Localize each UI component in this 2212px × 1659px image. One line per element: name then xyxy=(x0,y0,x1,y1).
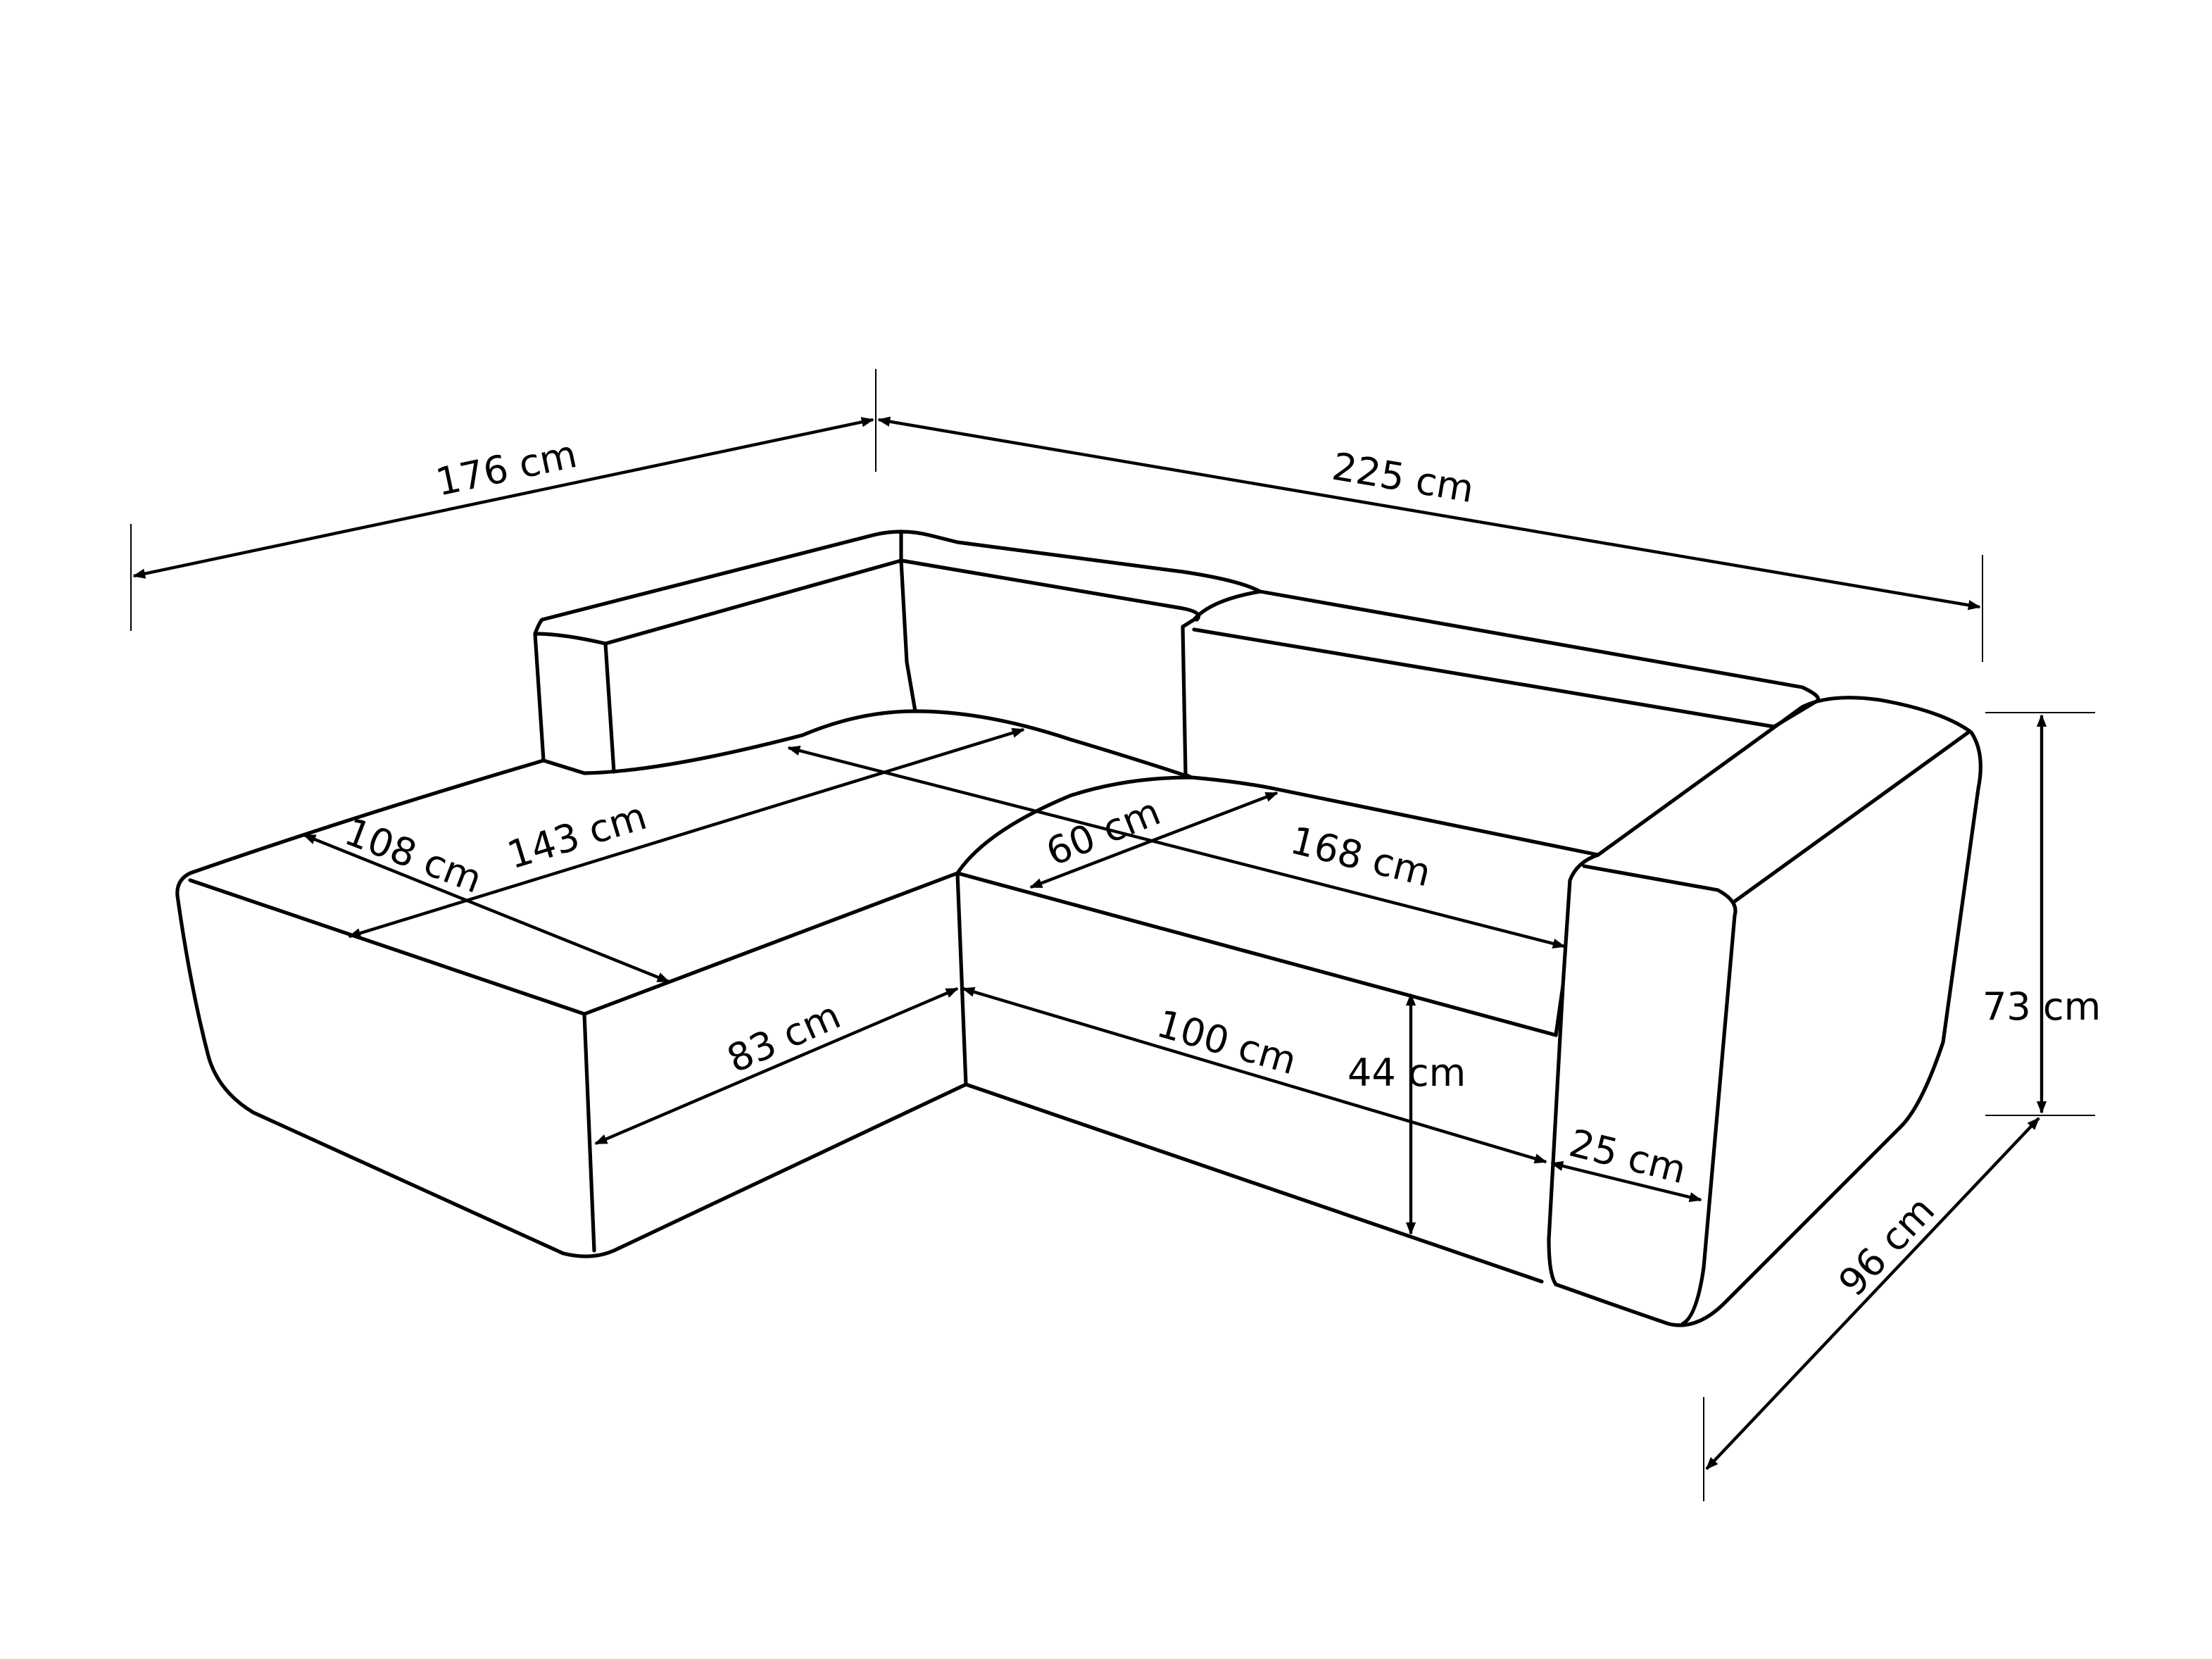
label-176: 176 cm xyxy=(432,432,581,505)
label-44: 44 cm xyxy=(1347,1051,1466,1095)
dimension-labels: 176 cm 225 cm 73 cm 96 cm 143 cm 108 cm … xyxy=(339,432,2101,1305)
dimension-arrows xyxy=(132,416,2047,1470)
sofa-outline xyxy=(175,530,1982,1327)
label-83: 83 cm xyxy=(721,993,847,1082)
left-backrest xyxy=(533,618,917,775)
right-armrest xyxy=(1554,696,1982,1327)
extension-lines xyxy=(130,369,2095,1501)
label-73: 73 cm xyxy=(1982,984,2101,1029)
label-96: 96 cm xyxy=(1830,1188,1943,1305)
right-backrest xyxy=(1192,589,1820,729)
label-168: 168 cm xyxy=(1286,818,1435,895)
label-100: 100 cm xyxy=(1152,1001,1301,1083)
label-108: 108 cm xyxy=(339,809,488,901)
